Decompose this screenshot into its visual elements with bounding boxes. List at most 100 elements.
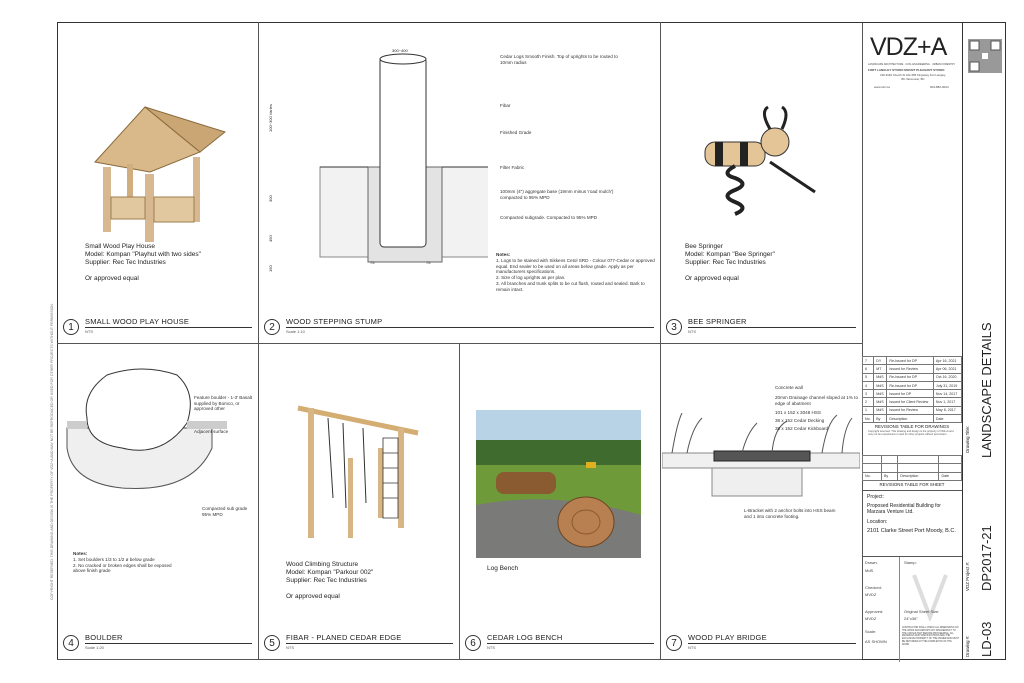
watermark-logo — [912, 574, 948, 621]
side-copyright-note: COPYRIGHT RESERVED. THIS DRAWING AND DES… — [50, 303, 54, 600]
notes: Notes: 1. Set boulders 1/3 to 1/2 ø belo… — [73, 551, 172, 574]
detail-number: 6 — [465, 635, 481, 651]
revision-cell: 6 — [861, 364, 875, 374]
detail-number: 3 — [666, 319, 682, 335]
revision-cell: DY — [873, 355, 888, 366]
revision-cell: Nov 1, 2017 — [932, 397, 963, 407]
approved-value: MVDZ — [865, 616, 877, 621]
revision-header: Date — [932, 414, 963, 424]
revisions-title: REVISIONS TABLE FOR SHEET — [879, 481, 945, 487]
callout-drainage-channel: 20mm Drainage channel sloped at 1% to ed… — [775, 395, 858, 406]
revision-header: Description — [886, 414, 934, 424]
revision-cell: Re-Issued for DP — [886, 355, 934, 366]
revision-cell: MdS — [873, 397, 888, 407]
detail-3-bee-springer: Bee Springer Model: Kompan "Bee Springer… — [660, 22, 863, 344]
revision-cell: MdS — [873, 372, 888, 382]
approved-equal: Or approved equal — [85, 275, 139, 282]
revision-cell: Issued for Client Review — [886, 397, 934, 407]
climbing-structure-illustration — [297, 405, 419, 538]
callout-concrete-wall: Concrete wall — [775, 385, 803, 390]
revision-cell: 5 — [861, 372, 875, 382]
callout-compacted-subgrade: Compacted sub grade 95% MPD — [202, 506, 248, 517]
project-info: Project: Proposed Residential Building f… — [862, 490, 962, 556]
detail-4-boulder: Feature boulder - 1-3' Basalt supplied b… — [57, 343, 259, 660]
callout-cedar-kickboard: 38 x 152 Cedar Kickboard — [775, 426, 829, 431]
project-value: Proposed Residential Building for Marzar… — [867, 503, 941, 515]
drawing-number-label: Drawing #: — [965, 635, 970, 657]
revision-cell: Oct 16, 2020 — [932, 372, 963, 382]
boulder-section — [66, 368, 227, 489]
revision-cell: 1 — [861, 405, 875, 416]
play-bridge-section — [662, 413, 860, 497]
detail-number: 7 — [666, 635, 682, 651]
detail-scale: NTS — [286, 645, 294, 650]
product-model: Model: Kompan "Playhut with two sides" — [85, 251, 201, 258]
project-number-label: VDZ Project #: — [965, 561, 970, 591]
location-value: 2101 Clarke Street Port Moody, B.C. — [867, 528, 956, 534]
product-model: Model: Kompan "Bee Springer" — [685, 251, 775, 258]
callout-cedar-logs: Cedar Logs Smooth Finish. Top of upright… — [500, 54, 618, 65]
revision-header: No. — [861, 414, 875, 424]
callout-l-bracket: L-Bracket with 2 anchor bolts into HSS b… — [744, 508, 836, 519]
play-house-illustration — [94, 106, 227, 242]
stepping-stump-section — [319, 53, 488, 263]
product-name: Log Bench — [487, 565, 519, 572]
firm-phone: 604-882-0024 — [930, 85, 949, 89]
revision-cell: Nov 14, 2017 — [932, 389, 963, 399]
dimension-right: 75 — [426, 260, 431, 265]
firm-website[interactable]: www.vdz.ca — [874, 85, 890, 89]
stamp-label: Stamp: — [904, 560, 917, 565]
revision-cell: Re-Issued for DP — [886, 380, 934, 391]
detail-scale: NTS — [487, 645, 495, 650]
revision-cell: May 8, 2017 — [932, 405, 963, 416]
firm-address: 230-9181 Church St 102-355 Kingsway Fort… — [880, 73, 946, 81]
revision-header: By — [873, 414, 888, 424]
checked-label: Checked: — [865, 585, 882, 590]
detail-title: CEDAR LOG BENCH — [487, 633, 654, 644]
detail-scale: Scale 1:20 — [85, 645, 104, 650]
drawn-value: MdS — [865, 568, 874, 573]
firm-tagline: LANDSCAPE ARCHITECTURE · CIVIL ENGINEERI… — [868, 63, 956, 66]
product-name: Bee Springer — [685, 243, 723, 250]
revision-cell: MdS — [873, 380, 888, 391]
product-supplier: Supplier: Rec Tec Industries — [286, 577, 367, 584]
log-bench-photo — [476, 410, 641, 558]
drawing-title-label: Drawing Title: — [965, 425, 970, 453]
detail-title: BOULDER — [85, 633, 252, 644]
detail-scale: NTS — [688, 645, 696, 650]
callout-finished-grade: Finished Grade — [500, 130, 532, 135]
project-number: DP2017-21 — [979, 525, 994, 591]
detail-7-wood-play-bridge: Concrete wall 20mm Drainage channel slop… — [660, 343, 863, 660]
detail-title: SMALL WOOD PLAY HOUSE — [85, 317, 252, 328]
revision-cell: MdS — [873, 405, 888, 416]
dimension-top: 300~400 — [392, 48, 408, 53]
detail-scale: Scale 1:10 — [286, 329, 305, 334]
revisions-title: REVISIONS TABLE FOR DRAWINGS — [874, 424, 950, 430]
callout-cedar-decking: 38 x 152 Cedar Decking — [775, 418, 825, 423]
drawing-title: LANDSCAPE DETAILS — [979, 322, 994, 458]
revision-cell: Re-Issued for DP — [886, 372, 934, 382]
revision-cell: 4 — [861, 380, 875, 391]
revision-cell: MT — [873, 364, 888, 374]
revision-cell: Apr 16, 2021 — [932, 355, 963, 366]
drawing-number: LD-03 — [979, 621, 994, 657]
approved-equal: Or approved equal — [685, 275, 739, 282]
callout-feature-boulder: Feature boulder - 1-3' Basalt supplied b… — [194, 395, 253, 411]
revision-cell: Issued for Review — [886, 364, 934, 374]
revision-cell: July 31, 2019 — [932, 380, 963, 391]
dimension-left: 75 — [370, 260, 375, 265]
revision-cell: 2 — [861, 397, 875, 407]
detail-scale: NTS — [688, 329, 696, 334]
scale-label: Scale: — [865, 629, 877, 634]
sheet-size-label: Original Sheet Size: — [904, 609, 940, 614]
